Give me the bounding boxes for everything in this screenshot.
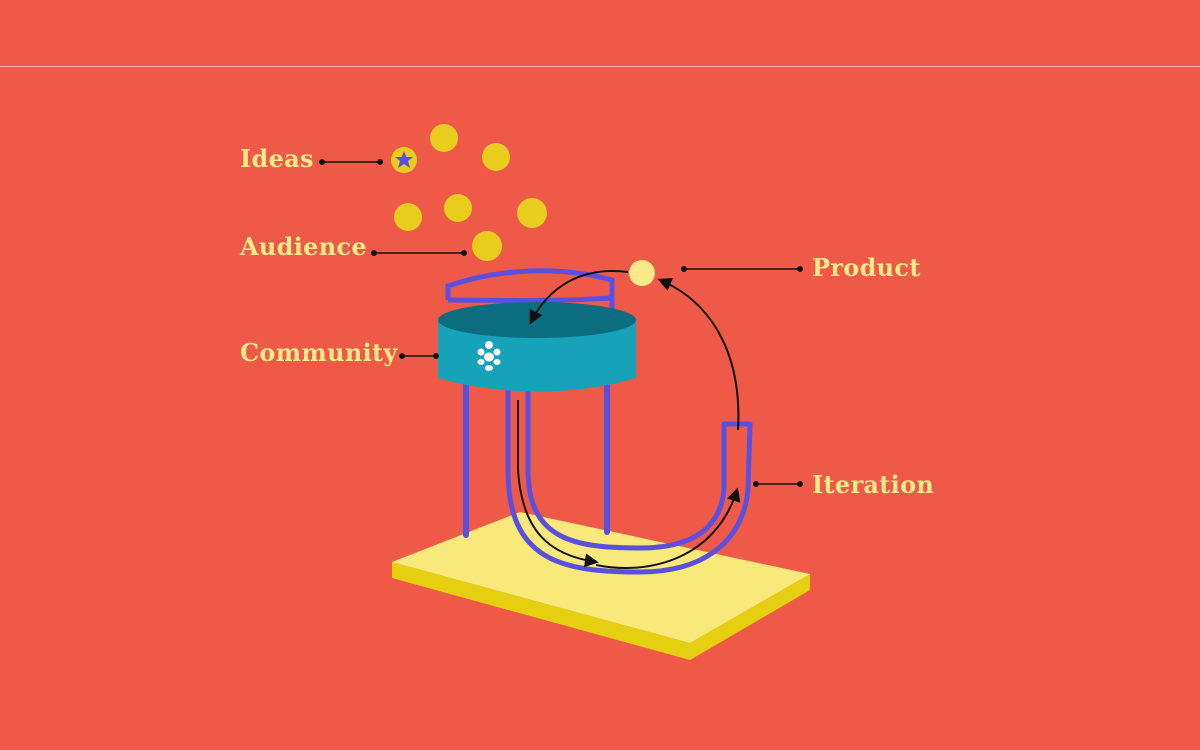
- star-icon: [395, 151, 413, 168]
- iteration-pipe: [505, 388, 753, 575]
- label-iteration: Iteration: [812, 470, 935, 499]
- foundation-base: [392, 512, 810, 660]
- leader-lines: [319, 159, 803, 487]
- flow-arrows: [517, 270, 741, 569]
- label-product: Product: [812, 253, 921, 282]
- label-audience: Audience: [240, 232, 367, 261]
- label-community: Community: [240, 338, 398, 367]
- arrow-iteration-to-product: [657, 277, 740, 431]
- header-divider: [0, 66, 1200, 67]
- highlighted-idea: [391, 147, 417, 173]
- idea-bubbles: [394, 124, 547, 261]
- support-legs: [463, 379, 610, 538]
- people-group-icon: [477, 341, 501, 371]
- arrow-iteration-bottom: [595, 487, 741, 569]
- arrow-community-to-iteration: [517, 400, 599, 568]
- product-dot: [629, 260, 655, 286]
- label-ideas: Ideas: [240, 144, 314, 173]
- community-cylinder: [438, 302, 636, 392]
- arrow-product-to-community: [529, 270, 629, 325]
